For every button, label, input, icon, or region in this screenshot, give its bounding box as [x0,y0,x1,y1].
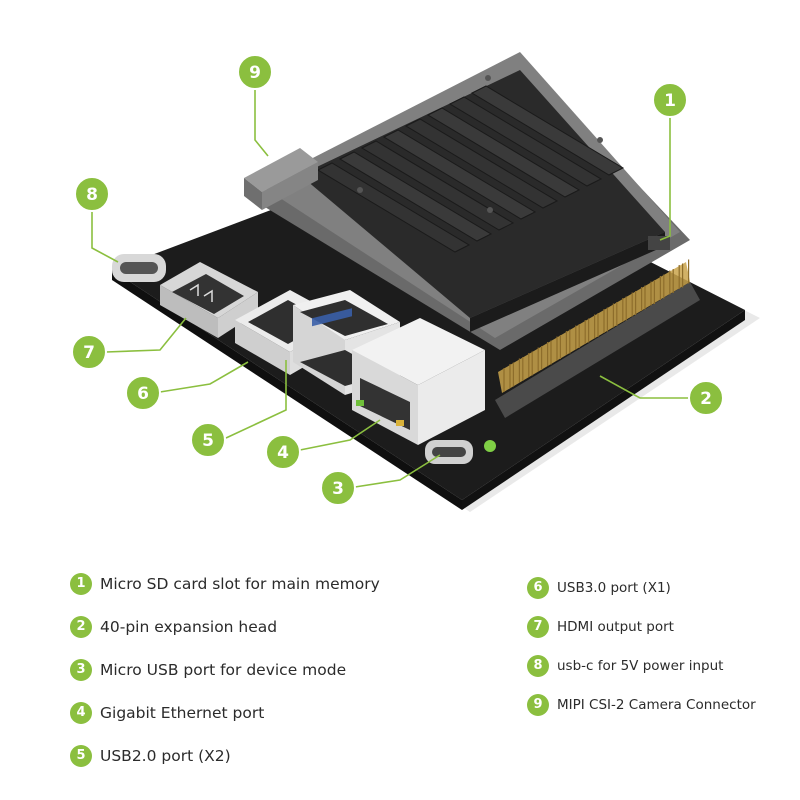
micro-sd-card-slot [648,236,670,250]
callout-1: 1 [652,82,688,118]
heatsink-fin [338,151,493,242]
legend-badge: 1 [70,572,92,595]
legend-item-7: 7 HDMI output port [527,607,756,646]
legend-label: 40-pin expansion head [100,617,278,636]
legend-item-6: 6 USB3.0 port (X1) [527,568,756,607]
legend-left: 1 Micro SD card slot for main memory 2 40-… [70,562,380,777]
svg-text:4: 4 [277,443,289,463]
legend-item-3: 3 Micro USB port for device mode [70,648,380,691]
legend-label: Micro USB port for device mode [100,660,347,679]
legend-badge: 5 [70,744,92,767]
leader-line-2 [599,375,690,399]
board-edge [112,270,462,510]
legend-label: HDMI output port [557,618,674,635]
legend-badge: 2 [70,615,92,638]
leader-line-6 [159,361,249,393]
legend-badge: 3 [70,658,92,681]
callout-8: 8 [74,176,110,212]
heatsink [300,70,665,332]
svg-text:6: 6 [137,384,149,404]
heatsink-fin [316,162,471,253]
legend-item-5: 5 USB2.0 port (X2) [70,734,380,777]
heatsink-fin [426,107,581,198]
leader-lines [91,90,690,488]
leader-line-1 [659,112,671,241]
board-illustration: 1 2 3 4 5 6 7 8 9 [71,52,760,512]
callout-5: 5 [190,422,226,458]
micro-usb-port [425,440,473,464]
heatsink-fin [404,118,559,209]
legend-badge: 7 [527,615,549,638]
legend-item-8: 8 usb-c for 5V power input [527,646,756,685]
svg-text:8: 8 [86,185,98,205]
legend-right: 6 USB3.0 port (X1) 7 HDMI output port 8 usb… [527,568,756,724]
legend-badge: 4 [70,701,92,724]
leader-line-9 [254,90,269,157]
legend-item-1: 1 Micro SD card slot for main memory [70,562,380,605]
gigabit-ethernet-port [352,318,485,445]
power-led [484,440,496,452]
legend-badge: 8 [527,654,549,677]
svg-text:1: 1 [664,91,676,111]
callout-3: 3 [320,470,356,506]
leader-line-8 [91,212,119,263]
legend-item-4: 4 Gigabit Ethernet port [70,691,380,734]
leader-line-4 [299,419,381,451]
svg-text:7: 7 [83,343,95,363]
legend-label: usb-c for 5V power input [557,657,724,674]
heatsink-fin [448,96,603,187]
legend-item-9: 9 MIPI CSI-2 Camera Connector [527,685,756,724]
callout-7: 7 [71,334,107,370]
legend-label: USB3.0 port (X1) [557,579,671,596]
callout-9: 9 [237,54,273,90]
legend-badge: 6 [527,576,549,599]
usb-c-power-port [112,254,166,282]
svg-text:9: 9 [249,63,261,83]
legend-label: Gigabit Ethernet port [100,703,265,722]
heatsink-fin [470,85,625,176]
hdmi-port [160,262,258,338]
callout-2: 2 [688,380,724,416]
board-edge-right [462,310,745,510]
legend-label: Micro SD card slot for main memory [100,574,380,593]
legend-item-2: 2 40-pin expansion head [70,605,380,648]
leader-line-5 [225,360,287,439]
leader-line-3 [354,454,441,488]
callout-4: 4 [265,434,301,470]
csi-camera-connector [244,148,318,210]
callouts: 1 2 3 4 5 6 7 8 9 [71,54,724,506]
svg-text:3: 3 [332,479,344,499]
40-pin-expansion-header [495,259,700,418]
legend-label: MIPI CSI-2 Camera Connector [557,696,756,713]
callout-6: 6 [125,375,161,411]
svg-text:2: 2 [700,389,712,409]
heatsink-fin [382,129,537,220]
svg-text:5: 5 [202,431,214,451]
legend-label: USB2.0 port (X2) [100,746,231,765]
legend-badge: 9 [527,693,549,716]
leader-line-7 [105,317,187,353]
heatsink-fin [360,140,515,231]
